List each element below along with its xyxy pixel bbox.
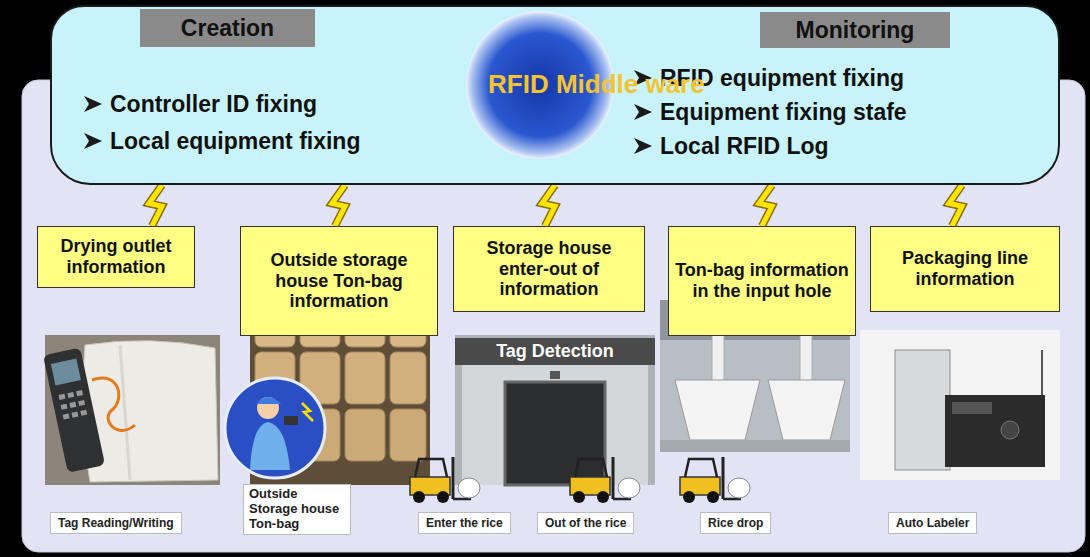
bullet-arrow <box>84 96 102 112</box>
bolt-outline <box>759 185 772 226</box>
node-text: RFID equipment fixing <box>660 64 904 92</box>
node-text: Local RFID Log <box>660 132 829 160</box>
middleware-circle: RFID Middle ware <box>465 10 615 160</box>
bullet-arrow <box>634 70 652 86</box>
node-text: Equipment fixing stafe <box>660 98 907 126</box>
node-text: RFID Middle ware <box>488 71 592 98</box>
section-tab: Creation <box>140 9 315 47</box>
bolt-core <box>759 185 772 226</box>
info-box: Storage house enter-out of information <box>453 226 645 312</box>
info-box: Outside storage house Ton-bag informatio… <box>240 226 438 336</box>
node-text: Controller ID fixing <box>110 90 317 118</box>
caption-label: Auto Labeler <box>888 512 977 534</box>
lightning-connector <box>149 185 162 226</box>
node-text: Storage house enter-out of information <box>460 238 638 300</box>
bolt-outline <box>149 185 162 226</box>
caption-label: Enter the rice <box>418 512 511 534</box>
node-text: Packaging line information <box>877 248 1053 289</box>
caption-label: Tag Detection <box>455 338 655 365</box>
node-text: Ton-bag information in the input hole <box>675 260 849 301</box>
node-text: Drying outlet information <box>44 236 188 277</box>
node-text: Local equipment fixing <box>110 127 360 155</box>
lightning-connector <box>759 185 772 226</box>
node-text: Monitoring <box>796 16 915 44</box>
info-box: Ton-bag information in the input hole <box>668 226 856 336</box>
forklift-figures <box>410 457 750 503</box>
tag-reader-photo <box>43 335 220 485</box>
lightning-connector <box>332 185 345 226</box>
auto-labeler-photo <box>860 330 1060 480</box>
caption-label: Rice drop <box>700 512 771 534</box>
section-tab: Monitoring <box>760 12 950 48</box>
bullet-arrow <box>634 138 652 154</box>
caption-label: Out of the rice <box>537 512 634 534</box>
caption-label: Outside Storage house Ton-bag <box>243 484 351 535</box>
bolt-outline <box>949 185 962 226</box>
info-box: Drying outlet information <box>37 226 195 288</box>
info-box: Packaging line information <box>870 226 1060 312</box>
node-text: Creation <box>181 14 274 42</box>
bullet-arrow <box>84 133 102 149</box>
bullet-arrow <box>634 104 652 120</box>
circle-shape <box>466 11 614 159</box>
bolt-core <box>949 185 962 226</box>
system-panel: Controller ID fixingLocal equipment fixi… <box>50 5 1060 185</box>
lightning-connector <box>542 185 555 226</box>
storage-house-photo <box>455 335 655 485</box>
bolt-outline <box>542 185 555 226</box>
bolt-core <box>149 185 162 226</box>
lightning-connector <box>949 185 962 226</box>
caption-label: Tag Reading/Writing <box>50 512 182 534</box>
worker-icon <box>225 378 325 478</box>
node-text: Outside storage house Ton-bag informatio… <box>247 250 431 312</box>
bolt-outline <box>332 185 345 226</box>
bolt-core <box>332 185 345 226</box>
bolt-core <box>542 185 555 226</box>
